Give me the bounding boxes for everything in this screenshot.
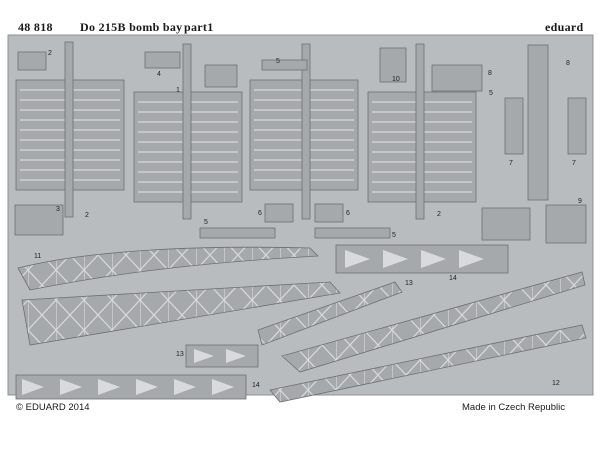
fret-code: 48 818 bbox=[18, 20, 53, 34]
fret-title: Do 215B bomb bay bbox=[80, 20, 183, 34]
part-number: 7 bbox=[509, 160, 513, 167]
strip-arrows bbox=[22, 250, 484, 395]
part-number: 3 bbox=[56, 206, 60, 213]
part-number: 1 bbox=[176, 87, 180, 94]
part-number: 5 bbox=[276, 58, 280, 65]
part-number: 4 bbox=[157, 71, 161, 78]
part-number: 7 bbox=[572, 160, 576, 167]
part-number: 6 bbox=[346, 210, 350, 217]
part-number: 13 bbox=[405, 280, 413, 287]
part-number: 6 bbox=[258, 210, 262, 217]
part-number: 2 bbox=[437, 211, 441, 218]
copyright-text: © EDUARD 2014 bbox=[16, 402, 90, 413]
fret-part: part1 bbox=[184, 20, 214, 34]
part-number: 14 bbox=[252, 382, 260, 389]
part-number: 14 bbox=[449, 275, 457, 282]
truss-parts bbox=[17, 246, 587, 403]
part-number: 8 bbox=[566, 60, 570, 67]
part-number: 8 bbox=[488, 70, 492, 77]
part-number: 12 bbox=[552, 380, 560, 387]
brand-logo: eduard bbox=[545, 20, 584, 34]
part-number: 9 bbox=[578, 198, 582, 205]
part-number: 2 bbox=[85, 212, 89, 219]
long-spars bbox=[64, 41, 549, 220]
part-number: 10 bbox=[392, 76, 400, 83]
part-number: 5 bbox=[489, 90, 493, 97]
part-number: 5 bbox=[392, 232, 396, 239]
origin-text: Made in Czech Republic bbox=[462, 402, 565, 413]
part-number: 11 bbox=[34, 253, 42, 260]
part-number: 2 bbox=[48, 50, 52, 57]
part-number: 13 bbox=[176, 351, 184, 358]
part-number: 5 bbox=[204, 219, 208, 226]
